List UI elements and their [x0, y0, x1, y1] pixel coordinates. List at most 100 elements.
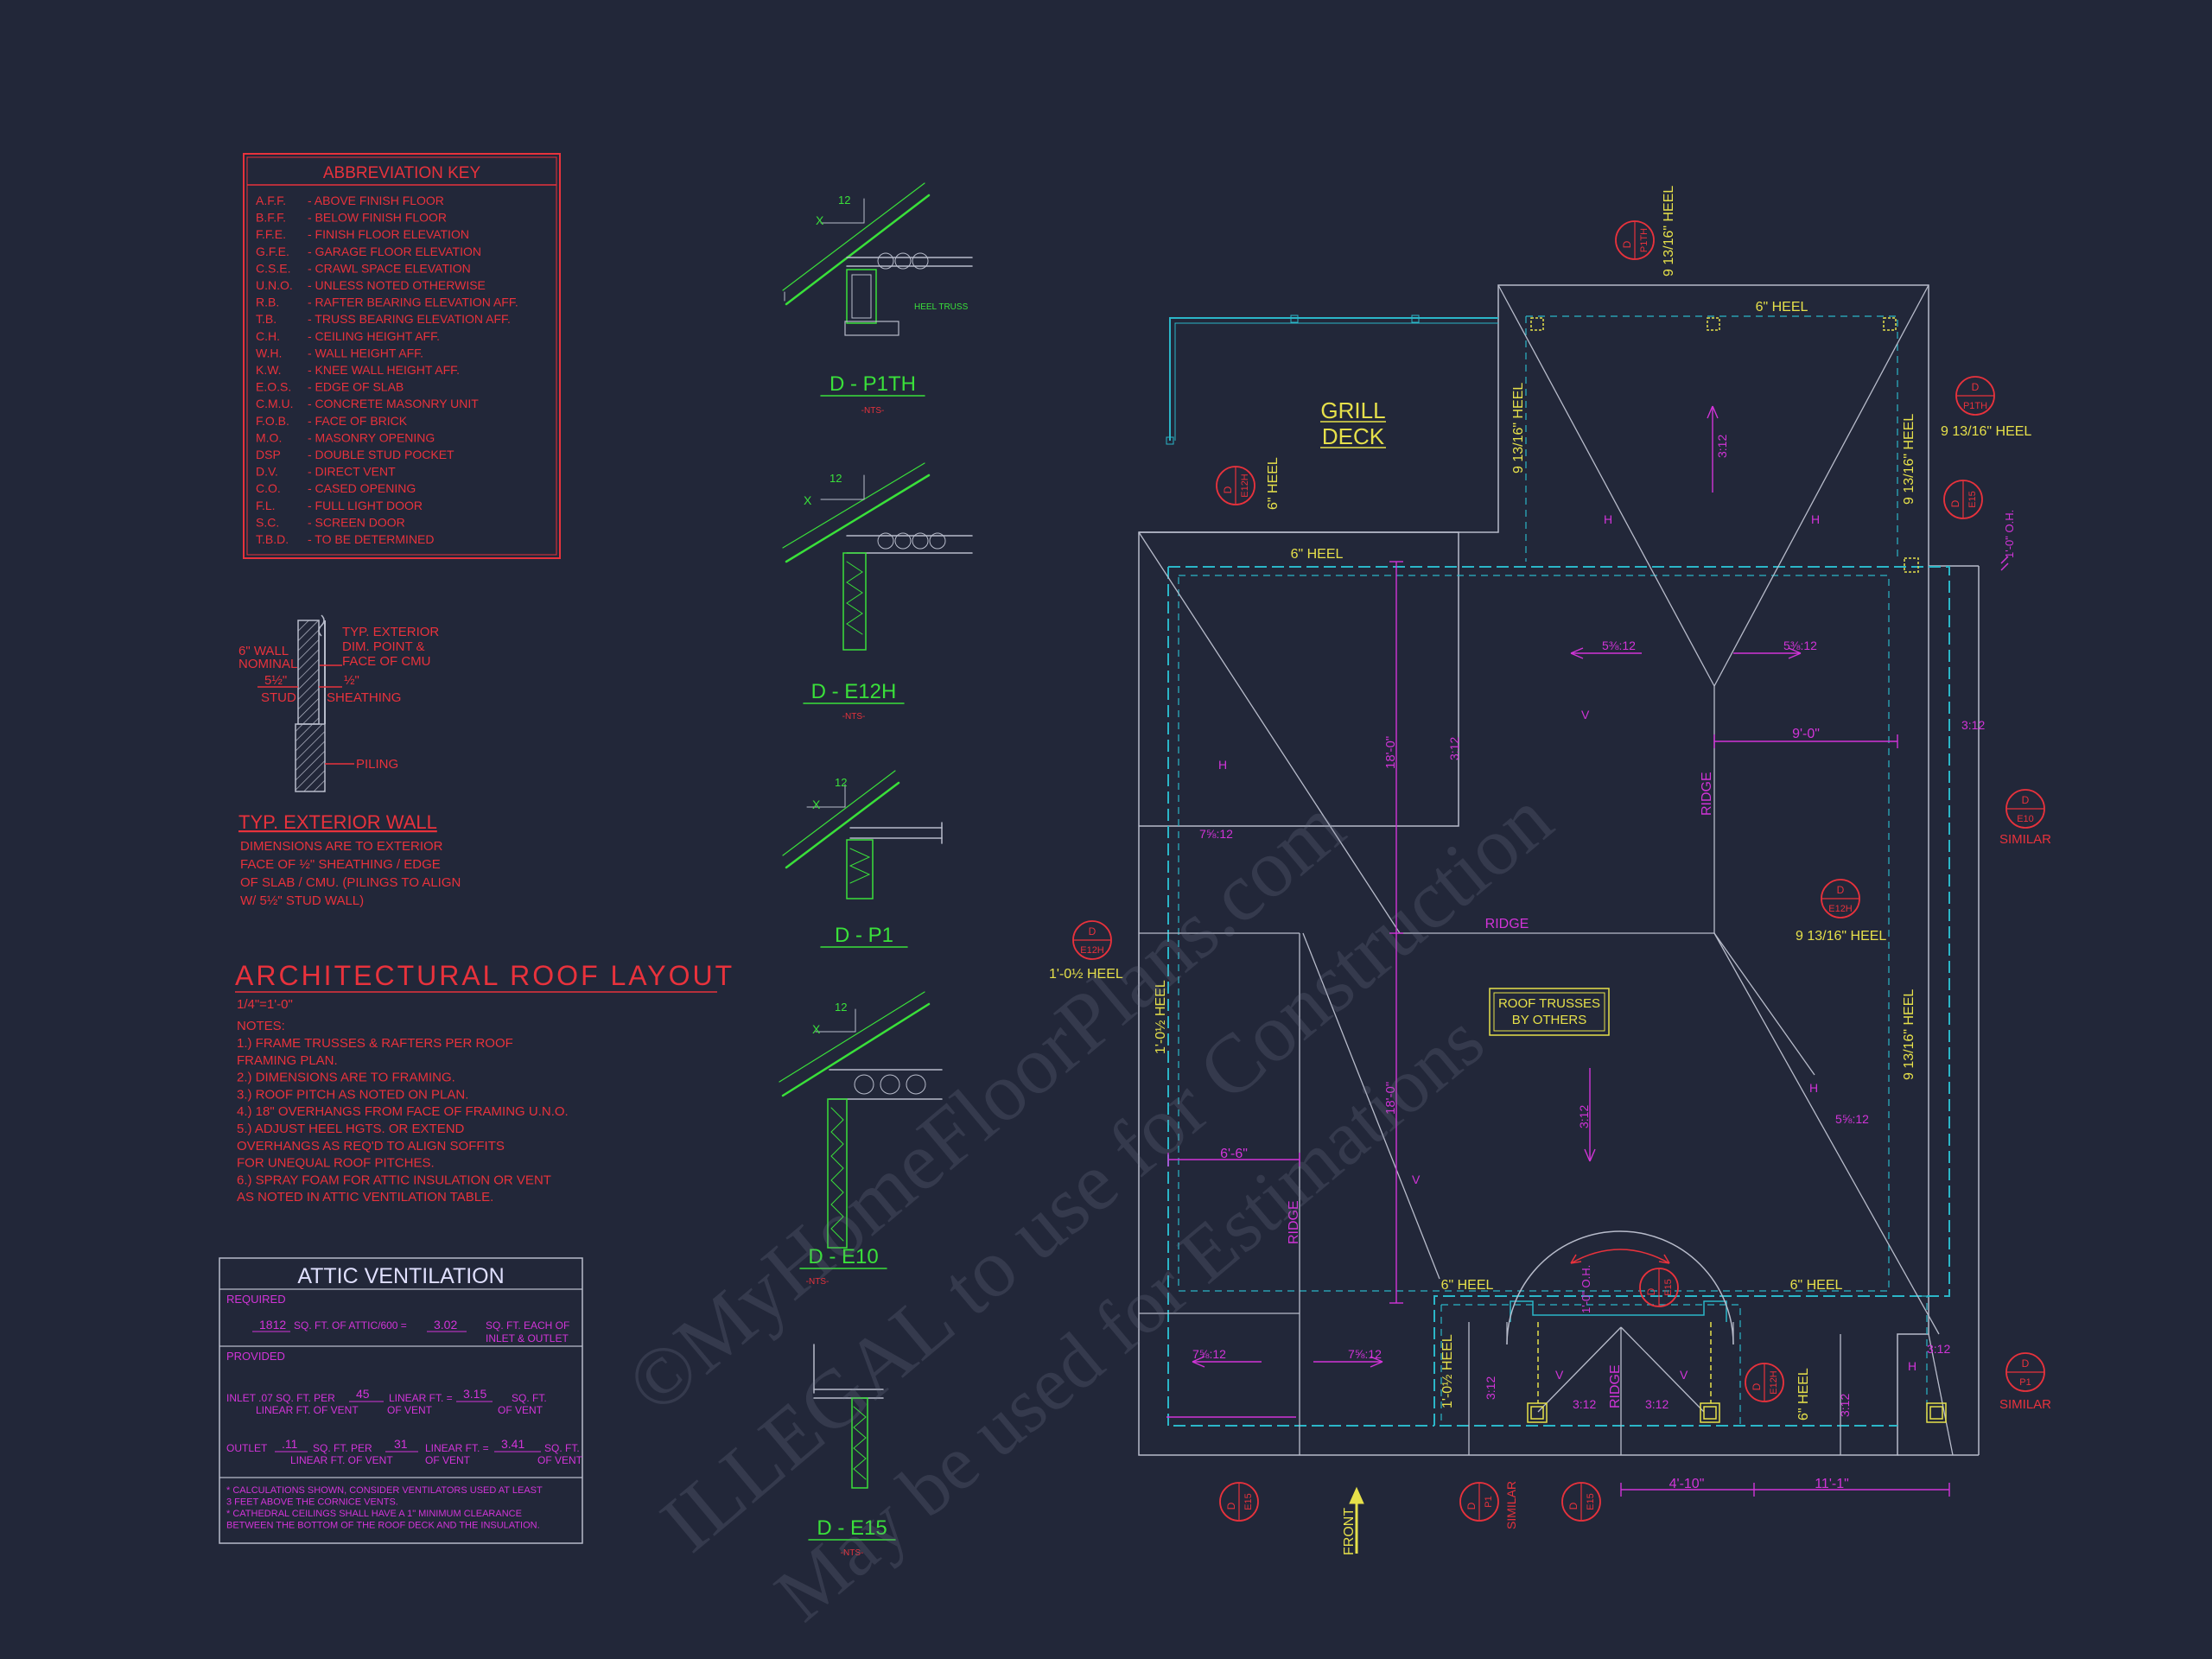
- heel-label-e12h: 9 13/16" HEEL: [1796, 929, 1886, 944]
- callout-e12h-porch[interactable]: D E12H: [1745, 1363, 1784, 1402]
- provided-label: PROVIDED: [226, 1350, 285, 1363]
- required-text-1: SQ. FT. OF ATTIC/600 =: [294, 1319, 407, 1332]
- abbreviation-desc: - CASED OPENING: [308, 481, 416, 495]
- callout-tag: E15: [1967, 491, 1978, 508]
- sheathing-dimension: ½": [344, 673, 359, 688]
- outlet-text-1: OUTLET: [226, 1442, 268, 1454]
- vent-footnote-line: 3 FEET ABOVE THE CORNICE VENTS.: [226, 1497, 398, 1508]
- callout-tag: E15: [1243, 1493, 1254, 1510]
- abbreviation-desc: - TO BE DETERMINED: [308, 532, 435, 546]
- pitch-porch-right: 3:12: [1838, 1394, 1852, 1417]
- wall-label: 6" WALL: [238, 644, 289, 658]
- detail-e10-x: X: [812, 1022, 821, 1036]
- abbreviation-desc: - CONCRETE MASONRY UNIT: [308, 397, 479, 410]
- pitch-center-left: 5⅜:12: [1602, 639, 1636, 652]
- heel-label-top: 6" HEEL: [1756, 300, 1808, 315]
- dim-11-1: 11'-1": [1815, 1477, 1849, 1491]
- h-corner: H: [1908, 1359, 1916, 1373]
- callout-letter: D: [1751, 1382, 1763, 1390]
- pitch-porch-left: 3:12: [1484, 1376, 1497, 1400]
- required-text-3: INLET & OUTLET: [486, 1332, 569, 1344]
- callout-tag: E12H: [1769, 1370, 1779, 1395]
- abbreviation-desc: - DOUBLE STUD POCKET: [308, 448, 454, 461]
- callout-letter: D: [1949, 499, 1961, 507]
- outlet-text-3: LINEAR FT. =: [425, 1442, 489, 1454]
- abbreviation-desc: - UNLESS NOTED OTHERWISE: [308, 278, 486, 292]
- abbreviation-abbr: K.W.: [256, 363, 282, 377]
- roof-layout-notes-list: 1.) FRAME TRUSSES & RAFTERS PER ROOF FRA…: [237, 1036, 569, 1205]
- detail-p1th-x: X: [816, 213, 824, 227]
- wall-note-line: OF SLAB / CMU. (PILINGS TO ALIGN: [240, 875, 461, 890]
- stud-dimension: 5½": [264, 673, 287, 688]
- abbreviation-abbr: F.L.: [256, 499, 276, 512]
- callout-letter: D: [1621, 240, 1633, 248]
- detail-p1th-pitch: 12: [838, 194, 850, 207]
- abbreviation-desc: - MASONRY OPENING: [308, 430, 435, 444]
- detail-p1-pitch: 12: [835, 776, 847, 789]
- v-center: V: [1581, 708, 1590, 721]
- piling-label: PILING: [356, 757, 398, 772]
- inlet-text-2: LINEAR FT. =: [389, 1392, 453, 1404]
- wall-detail-title: TYP. EXTERIOR WALL: [238, 811, 437, 833]
- pitch-main-lower: 3:12: [1577, 1105, 1591, 1128]
- outlet-sub-2: OF VENT: [425, 1454, 471, 1466]
- required-area-value: 3.02: [434, 1318, 457, 1332]
- detail-e10-title: D - E10: [808, 1245, 878, 1268]
- pitch-bottom-mid: 7⅝:12: [1348, 1347, 1382, 1361]
- roof-plan: [1138, 284, 1980, 1554]
- abbreviation-abbr: R.B.: [256, 296, 279, 309]
- inlet-sub-2: OF VENT: [387, 1404, 433, 1416]
- roof-note-line: OVERHANGS AS REQ'D TO ALIGN SOFFITS: [237, 1139, 505, 1154]
- dim-6-6: 6'-6": [1220, 1147, 1248, 1161]
- detail-e12h-title: D - E12H: [811, 680, 897, 703]
- heel-posts: [1527, 317, 1947, 1423]
- similar-label-bottom: SIMILAR: [1504, 1481, 1518, 1529]
- grill-deck-label-1: GRILL: [1320, 397, 1385, 423]
- v-porch-right: V: [1680, 1368, 1688, 1382]
- abbreviation-key-title: ABBREVIATION KEY: [323, 164, 481, 182]
- abbreviation-abbr: F.F.E.: [256, 227, 286, 241]
- abbreviation-abbr: G.F.E.: [256, 245, 289, 258]
- dim-18-lower: 18'-0": [1383, 1082, 1398, 1115]
- grill-deck-label-2: DECK: [1322, 423, 1385, 449]
- callout-e15-right[interactable]: D E15: [1943, 480, 1983, 519]
- abbreviation-desc: - EDGE OF SLAB: [308, 380, 404, 394]
- wall-note-line: FACE OF ½" SHEATHING / EDGE: [240, 857, 441, 872]
- roof-layout-title: ARCHITECTURAL ROOF LAYOUT: [235, 960, 734, 991]
- inlet-length-value: 45: [356, 1387, 370, 1401]
- overhang-right: 1'-0" O.H.: [2003, 510, 2016, 558]
- grill-deck-edge: [1169, 317, 1498, 441]
- callout-letter: D: [1645, 1287, 1657, 1295]
- ridge-label-main: RIDGE: [1485, 917, 1529, 931]
- abbreviation-abbr: W.H.: [256, 346, 282, 359]
- h-wing-right: H: [1811, 512, 1820, 526]
- detail-p1th-title: D - P1TH: [830, 372, 916, 396]
- detail-p1-title: D - P1: [835, 924, 893, 947]
- inlet-area-value: 3.15: [463, 1387, 486, 1401]
- hip-ridge-lines: [1138, 284, 1954, 1456]
- callout-p1-right[interactable]: DP1: [2005, 1352, 2045, 1392]
- abbreviation-desc: - FULL LIGHT DOOR: [308, 499, 423, 512]
- similar-label-lower-right: SIMILAR: [1999, 1397, 2051, 1412]
- vent-footnote-line: * CATHEDRAL CEILINGS SHALL HAVE A 1" MIN…: [226, 1509, 522, 1519]
- heel-label-bay-side: 1'-0½ HEEL: [1440, 1334, 1455, 1408]
- ext-dim-label-2: DIM. POINT &: [342, 639, 425, 654]
- wall-note-line: DIMENSIONS ARE TO EXTERIOR: [240, 839, 443, 854]
- plan-labels: GRILL DECK ROOF TRUSSES BY OTHERS FRONT …: [1049, 186, 2031, 1555]
- detail-e10-pitch: 12: [835, 1001, 847, 1014]
- abbreviation-abbr: C.M.U.: [256, 397, 294, 410]
- heel-label-right-side: 9 13/16" HEEL: [1902, 989, 1916, 1080]
- abbreviation-desc: - SCREEN DOOR: [308, 515, 405, 529]
